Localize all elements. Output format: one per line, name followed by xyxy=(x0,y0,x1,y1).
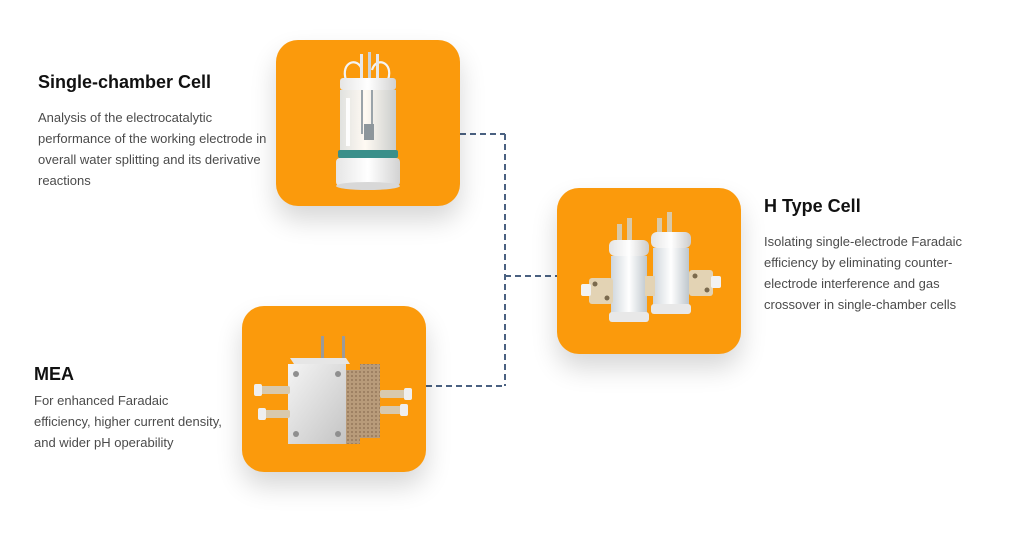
h-type-cell-card xyxy=(557,188,741,354)
mea-title: MEA xyxy=(34,364,74,384)
single-chamber-cell-description: Analysis of the electrocatalytic perform… xyxy=(38,110,267,188)
mea-cell-icon xyxy=(254,336,412,444)
single-chamber-cell-icon xyxy=(336,52,400,190)
mea-description: For enhanced Faradaic efficiency, higher… xyxy=(34,393,222,450)
h-type-cell-icon xyxy=(581,212,721,322)
single-chamber-cell-card xyxy=(276,40,460,206)
h-type-cell-title: H Type Cell xyxy=(764,196,861,216)
mea-card xyxy=(242,306,426,472)
single-chamber-cell-title: Single-chamber Cell xyxy=(38,72,212,92)
h-type-cell-description: Isolating single-electrode Faradaic effi… xyxy=(764,234,962,312)
